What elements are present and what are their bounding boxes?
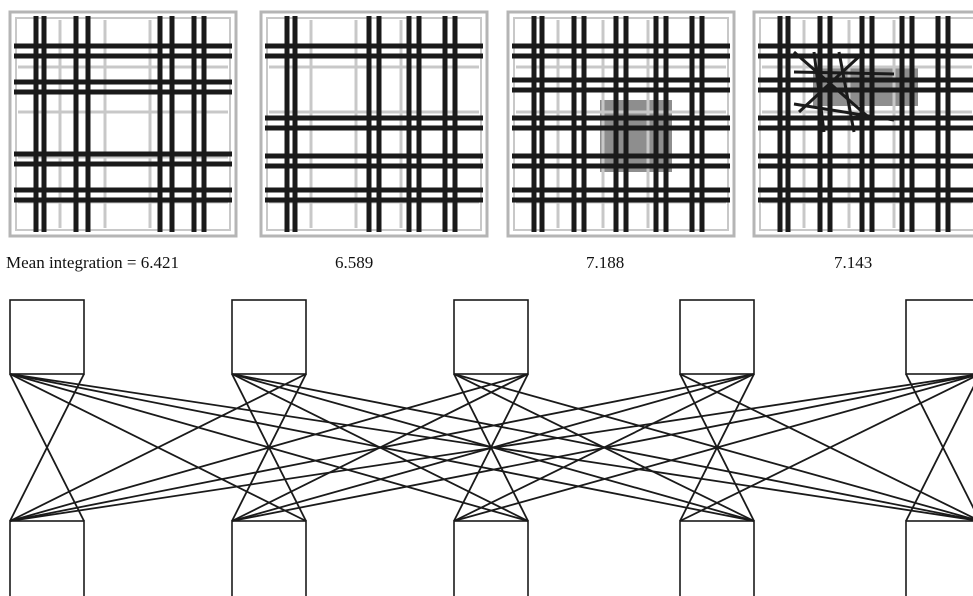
skewed-grid-line xyxy=(812,51,826,133)
graph-edge xyxy=(9,373,85,522)
graph-edge xyxy=(453,375,973,522)
skewed-grid-line xyxy=(797,50,866,114)
bottom-node-2 xyxy=(231,520,307,596)
grid-panel-4 xyxy=(752,10,973,238)
grid-inner-frame xyxy=(15,17,231,231)
grid-inner-frame xyxy=(266,17,482,231)
caption-grid-1: Mean integration = 6.421 xyxy=(6,253,179,272)
top-node-2 xyxy=(231,299,307,375)
top-node-3 xyxy=(453,299,529,375)
top-node-5 xyxy=(905,299,973,375)
grid-inner-frame xyxy=(513,17,729,231)
bottom-node-1 xyxy=(9,520,85,596)
skewed-grid-line xyxy=(837,51,856,133)
grid-panel-1 xyxy=(8,10,238,238)
caption-grid-3: 7.188 xyxy=(586,253,625,272)
grid-panel-2 xyxy=(259,10,489,238)
graph-edge xyxy=(905,373,973,510)
grid-panels xyxy=(8,10,973,238)
graph-edge xyxy=(679,376,973,522)
graph-edge xyxy=(905,385,973,522)
grid-inner-frame xyxy=(759,17,973,231)
graph-edge xyxy=(9,373,307,522)
graph-edge xyxy=(9,373,529,522)
skewed-grid-line xyxy=(793,50,875,124)
skewed-grid-line xyxy=(793,102,895,122)
graph-edge xyxy=(9,374,973,522)
graph-edge xyxy=(231,374,973,522)
top-node-1 xyxy=(9,299,85,375)
bottom-node-5 xyxy=(905,520,973,596)
skewed-grid-line xyxy=(793,70,895,76)
top-node-4 xyxy=(679,299,755,375)
caption-grid-4: 7.143 xyxy=(834,253,873,272)
caption-grid-2: 6.589 xyxy=(335,253,374,272)
graph-edge xyxy=(9,373,755,522)
bottom-node-3 xyxy=(453,520,529,596)
grid-panel-3 xyxy=(506,10,736,238)
bipartite-graph xyxy=(9,299,973,596)
bottom-node-4 xyxy=(679,520,755,596)
